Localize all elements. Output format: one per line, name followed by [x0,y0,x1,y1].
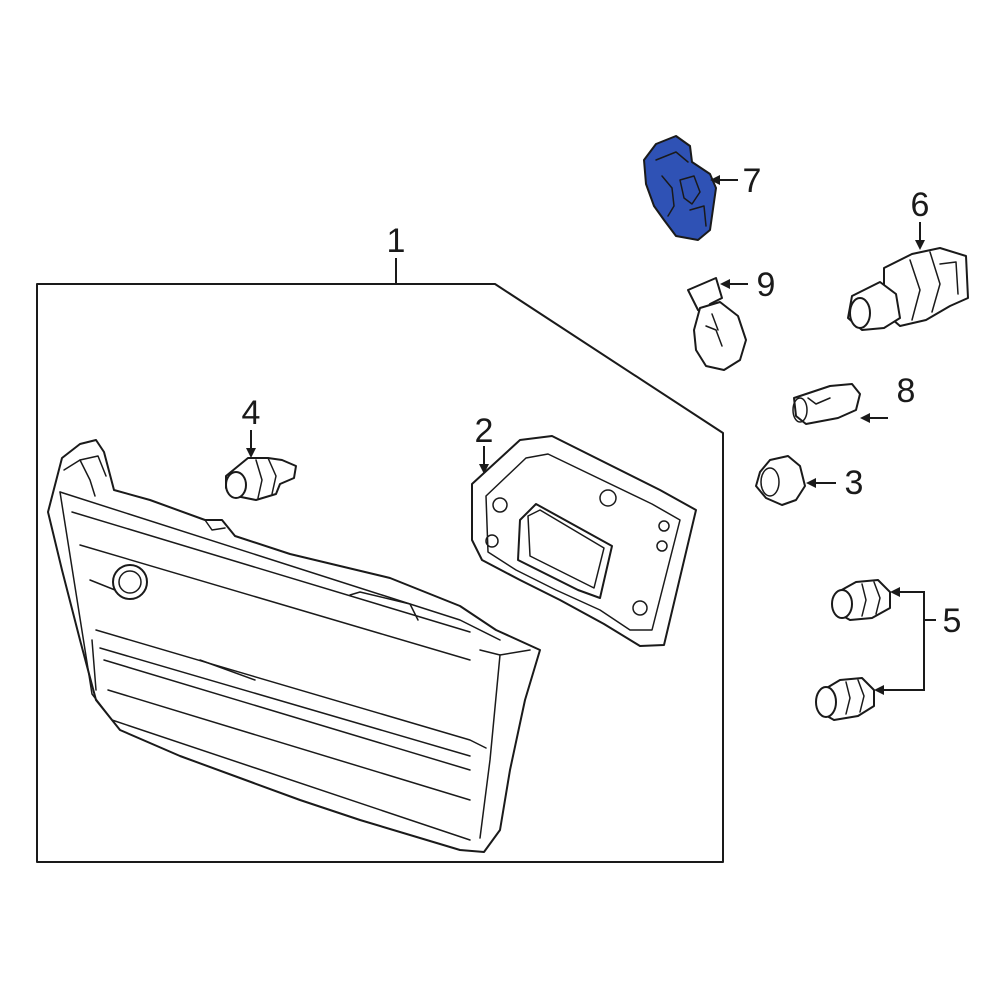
callout-6: 6 [911,186,930,224]
callouts: 1 2 3 4 5 6 7 8 9 [242,162,962,640]
part-5-socket-lower[interactable] [815,677,875,721]
part-1-lamp-housing[interactable] [47,439,541,853]
callout-1: 1 [387,222,406,260]
callout-8: 8 [897,372,916,410]
callout-3: 3 [845,464,864,502]
part-8-bulb[interactable] [792,383,861,425]
callout-4: 4 [242,394,261,432]
part-6-socket-with-bulb[interactable] [847,247,969,331]
part-7-socket-highlighted[interactable] [643,135,717,241]
callout-2: 2 [475,412,494,450]
leader-lines [246,175,936,695]
callout-7: 7 [743,162,762,200]
part-5-socket-upper[interactable] [831,579,891,621]
part-3-cap[interactable] [755,455,806,506]
callout-5: 5 [943,602,962,640]
callout-9: 9 [757,266,776,304]
assembly-frame [36,258,724,863]
part-9-wedge-bulb[interactable] [687,277,747,371]
part-4-socket[interactable] [225,457,297,501]
part-2-gasket[interactable] [471,435,697,647]
